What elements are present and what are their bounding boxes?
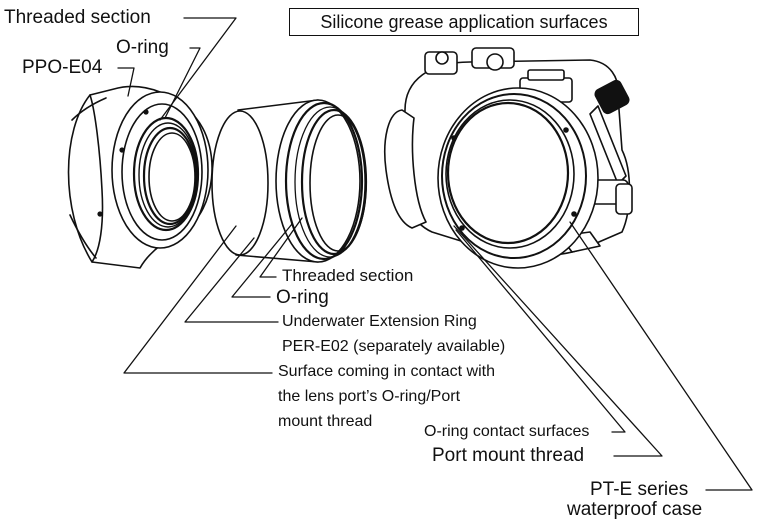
title-box: Silicone grease application surfaces <box>289 8 639 36</box>
case-name-line1: PT-E series <box>590 479 689 500</box>
ring-name-line1: Underwater Extension Ring <box>282 313 477 330</box>
surface-line2: the lens port’s O-ring/Port <box>278 388 461 405</box>
ring-name-line2: PER-E02 (separately available) <box>282 338 506 355</box>
ppo-e04-label: PPO-E04 <box>22 57 103 78</box>
ppo-oring-label: O-ring <box>116 37 169 58</box>
leader-lines <box>117 17 753 491</box>
oring-contact-surfaces-label: O-ring contact surfaces <box>424 423 590 440</box>
case-name-line2: waterproof case <box>567 499 703 520</box>
surface-line3: mount thread <box>278 413 373 430</box>
ring-oring-label: O-ring <box>276 287 329 308</box>
ppo-threaded-section-label: Threaded section <box>4 7 151 28</box>
per-e02-extension-ring-drawing <box>211 99 368 263</box>
ring-threaded-section-label: Threaded section <box>282 266 414 285</box>
surface-line1: Surface coming in contact with <box>278 363 495 380</box>
diagram-title: Silicone grease application surfaces <box>320 12 608 32</box>
pt-e-waterproof-case-drawing <box>383 47 633 269</box>
ppo-e04-lens-port-drawing <box>67 85 213 269</box>
port-mount-thread-label: Port mount thread <box>432 445 585 466</box>
